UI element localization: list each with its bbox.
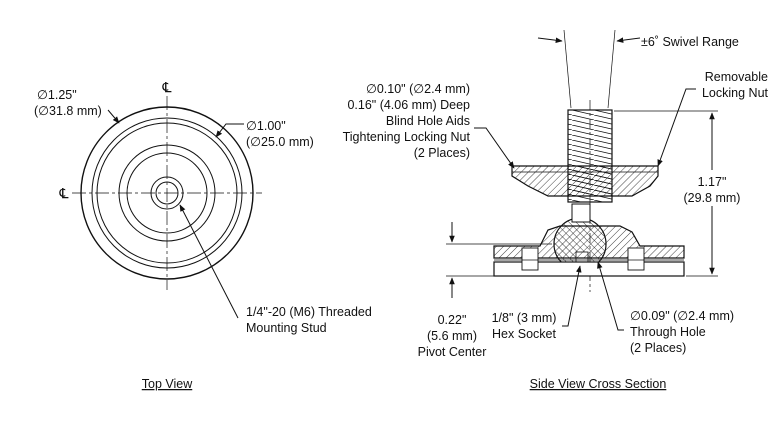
hex-line1: 1/8" (3 mm) <box>492 311 557 325</box>
height-in: 1.17" <box>698 175 727 189</box>
base-groove-right <box>627 247 645 271</box>
side-view-title: Side View Cross Section <box>530 377 667 391</box>
hole-label-line5: (2 Places) <box>414 146 470 160</box>
dia-inner-mm: (∅25.0 mm) <box>246 135 314 149</box>
top-view: ℄ ℄ ∅1.25" (∅31.8 mm) ∅1.00" (∅25.0 mm) … <box>34 79 372 391</box>
hole-label-line2: 0.16" (4.06 mm) Deep <box>347 98 470 112</box>
pivot-line1: 0.22" <box>438 313 467 327</box>
leader-stud <box>179 204 239 319</box>
through-line3: (2 Places) <box>630 341 686 355</box>
leader-inner <box>215 123 244 138</box>
swivel-label: ±6˚ Swivel Range <box>641 35 739 49</box>
leader-nut <box>657 88 696 167</box>
height-mm: (29.8 mm) <box>684 191 741 205</box>
neck <box>571 203 591 223</box>
centerline-symbol-left: ℄ <box>59 185 69 201</box>
side-view: ±6˚ Swivel Range ∅0.10" (∅2.4 mm) 0.16" … <box>343 29 769 391</box>
pivot-line2: (5.6 mm) <box>427 329 477 343</box>
leader-blind-hole <box>474 127 515 169</box>
top-view-title: Top View <box>142 377 193 391</box>
hex-line2: Hex Socket <box>492 327 556 341</box>
through-line2: Through Hole <box>630 325 706 339</box>
hole-label-line3: Blind Hole Aids <box>386 114 470 128</box>
stud-label-line2: Mounting Stud <box>246 321 327 335</box>
nut-label-line2: Locking Nut <box>702 86 769 100</box>
swivel-line-left <box>563 29 572 109</box>
leader-through <box>597 261 624 331</box>
hole-label-line4: Tightening Locking Nut <box>343 130 471 144</box>
pivot-line3: Pivot Center <box>418 345 487 359</box>
stud-label-line1: 1/4"-20 (M6) Threaded <box>246 305 372 319</box>
leader-outer <box>107 109 120 124</box>
nut-stud-gap <box>567 165 613 197</box>
leader-hex <box>562 265 582 327</box>
through-line1: ∅0.09" (∅2.4 mm) <box>630 309 734 323</box>
swivel-arrow-left <box>537 37 563 43</box>
swivel-arrow-right <box>616 37 641 43</box>
hole-label-line1: ∅0.10" (∅2.4 mm) <box>366 82 470 96</box>
swivel-line-right <box>607 29 616 109</box>
dia-outer-in: ∅1.25" <box>37 88 77 102</box>
dia-inner-in: ∅1.00" <box>246 119 286 133</box>
centerline-symbol-top: ℄ <box>162 79 172 95</box>
dia-outer-mm: (∅31.8 mm) <box>34 104 102 118</box>
base-groove-left <box>521 247 539 271</box>
nut-label-line1: Removable <box>705 70 768 84</box>
